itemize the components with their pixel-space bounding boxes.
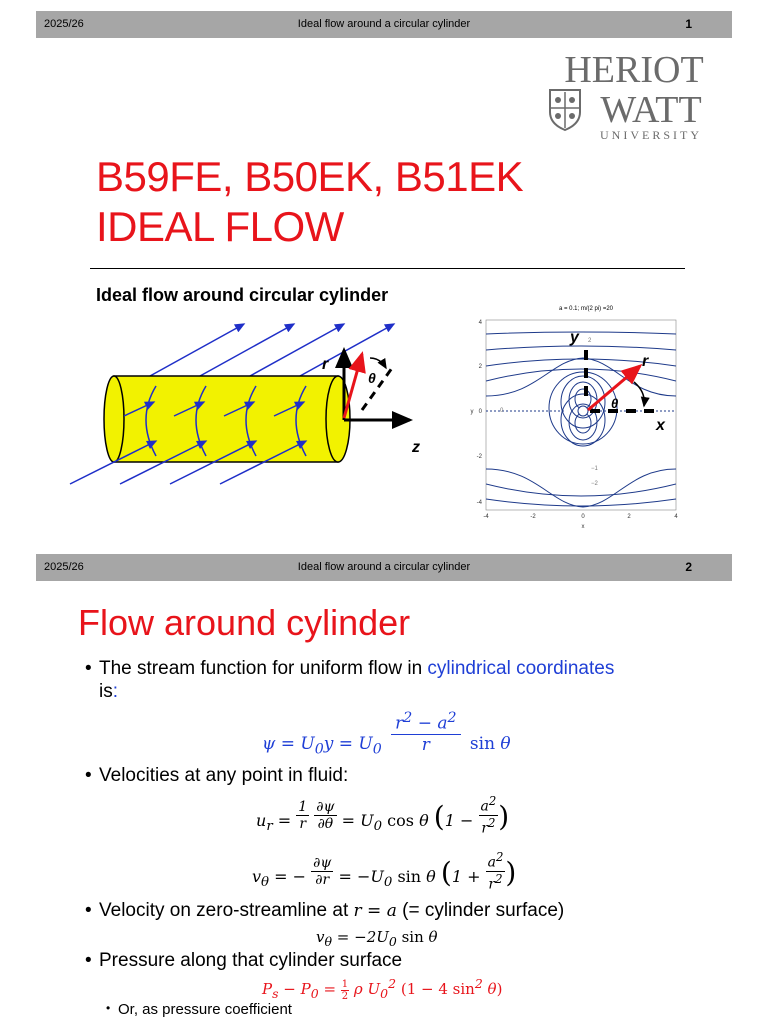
slide2-title: Flow around cylinder (78, 602, 411, 643)
contour-label-m2: −2 (591, 481, 599, 487)
slide2-header-title: Ideal flow around a circular cylinder (297, 561, 471, 573)
bullet1-text-b: is (99, 681, 113, 702)
streamlines-front (69, 440, 308, 485)
plot-overlay-axes (584, 350, 656, 413)
streamlines-back (149, 323, 396, 377)
cylindrical-coordinates-link[interactable]: cylindrical coordinates (427, 658, 615, 679)
cylinder-label-z: z (411, 439, 420, 456)
x-axis-label: x (582, 524, 585, 530)
bullet2-text: Velocities at any point in fluid: (99, 765, 349, 786)
bullet-dot: • (106, 1001, 111, 1015)
slide1-title-line1: B59FE, B50EK, B51EK (96, 153, 524, 200)
cylinder-flow-figure: r θ z (69, 323, 420, 485)
y-axis-label: y (471, 409, 474, 415)
slide1-subtitle: Ideal flow around circular cylinder (96, 285, 389, 305)
y-tick-3: -2 (477, 454, 483, 460)
logo-text-heriot: HERIOT (564, 49, 703, 91)
x-tick-2: 0 (581, 514, 585, 520)
sub-bullet-pressure-coefficient: • Or, as pressure coefficient (106, 1001, 292, 1018)
cylinder-circle (577, 405, 589, 417)
slide1-title-line2: IDEAL FLOW (96, 203, 344, 250)
bullet-zero-streamline: • Velocity on zero-streamline at r = a (… (85, 899, 565, 923)
contour-labels: 2 0 −1 −2 (500, 338, 599, 487)
bullet3-math: r = a (353, 901, 397, 921)
slide1-title: B59FE, B50EK, B51EK IDEAL FLOW (96, 152, 524, 252)
y-tick-4: -4 (477, 500, 483, 506)
x-tick-3: 2 (627, 514, 631, 520)
bullet-dot: • (85, 658, 92, 679)
bullet-dot: • (85, 900, 92, 921)
bullet1-colon: : (112, 681, 119, 702)
heriot-watt-logo: HERIOT WATT UNIVERSITY (549, 49, 704, 142)
cylinder-label-r: r (322, 356, 329, 373)
contour-label-2: 2 (588, 338, 592, 344)
plot-label-r: r (642, 353, 649, 370)
equation-stream-function: ψ = U0y = U0 r2 − a2 r sin θ (262, 710, 511, 758)
bullet1-text-a: The stream function for uniform flow in (99, 658, 428, 679)
slide1-header-bar: 2025/26 Ideal flow around a circular cyl… (36, 11, 732, 38)
equation-surface-velocity: vθ = −2U0 sin θ (316, 928, 438, 949)
bullet-dot: • (85, 950, 92, 971)
plot-ticks: -4 -2 0 2 4 x 4 2 0 -2 -4 y (471, 320, 679, 530)
bullet3-text-a: Velocity on zero-streamline at (99, 900, 354, 921)
plot-label-x: x (655, 417, 666, 434)
bullet-velocities: • Velocities at any point in fluid: (85, 764, 349, 787)
bullet-pressure: • Pressure along that cylinder surface (85, 949, 403, 972)
plot-label-y: y (569, 329, 580, 346)
x-tick-1: -2 (530, 514, 536, 520)
x-tick-0: -4 (483, 514, 489, 520)
bullet-dot: • (85, 765, 92, 786)
streamlines-wrapping (123, 385, 307, 457)
plot-contours (486, 331, 676, 508)
slide1-header-year: 2025/26 (44, 18, 84, 30)
slide1-page-number: 1 (685, 17, 692, 31)
plot-label-theta: θ (611, 396, 618, 411)
bullet3-text-b: (= cylinder surface) (396, 900, 565, 921)
bullet-stream-function: • The stream function for uniform flow i… (85, 657, 719, 703)
cylinder-label-theta: θ (368, 370, 376, 386)
streamline-contour-plot: a = 0.1; m/(2 pi) =20 -4 -2 0 2 4 x 4 2 … (466, 298, 706, 530)
logo-text-watt: WATT (600, 89, 701, 131)
y-tick-1: 2 (479, 364, 483, 370)
y-tick-0: 4 (479, 320, 483, 326)
coordinate-axes (335, 347, 413, 429)
x-tick-4: 4 (674, 514, 678, 520)
slide2-header-bar: 2025/26 Ideal flow around a circular cyl… (36, 554, 732, 581)
slide1-divider (90, 268, 685, 269)
crest-icon (549, 89, 581, 132)
contour-label-0: 0 (500, 408, 504, 414)
contour-label-m1: −1 (591, 466, 599, 472)
slide2-header-year: 2025/26 (44, 561, 84, 573)
slide2-page-number: 2 (685, 560, 692, 574)
bullet4-text: Pressure along that cylinder surface (99, 950, 403, 971)
y-tick-2: 0 (479, 409, 483, 415)
sub-bullet-text: Or, as pressure coefficient (118, 1001, 292, 1018)
slide1-header-title: Ideal flow around a circular cylinder (297, 18, 471, 30)
plot-title: a = 0.1; m/(2 pi) =20 (559, 306, 614, 312)
logo-text-university: UNIVERSITY (600, 128, 702, 142)
